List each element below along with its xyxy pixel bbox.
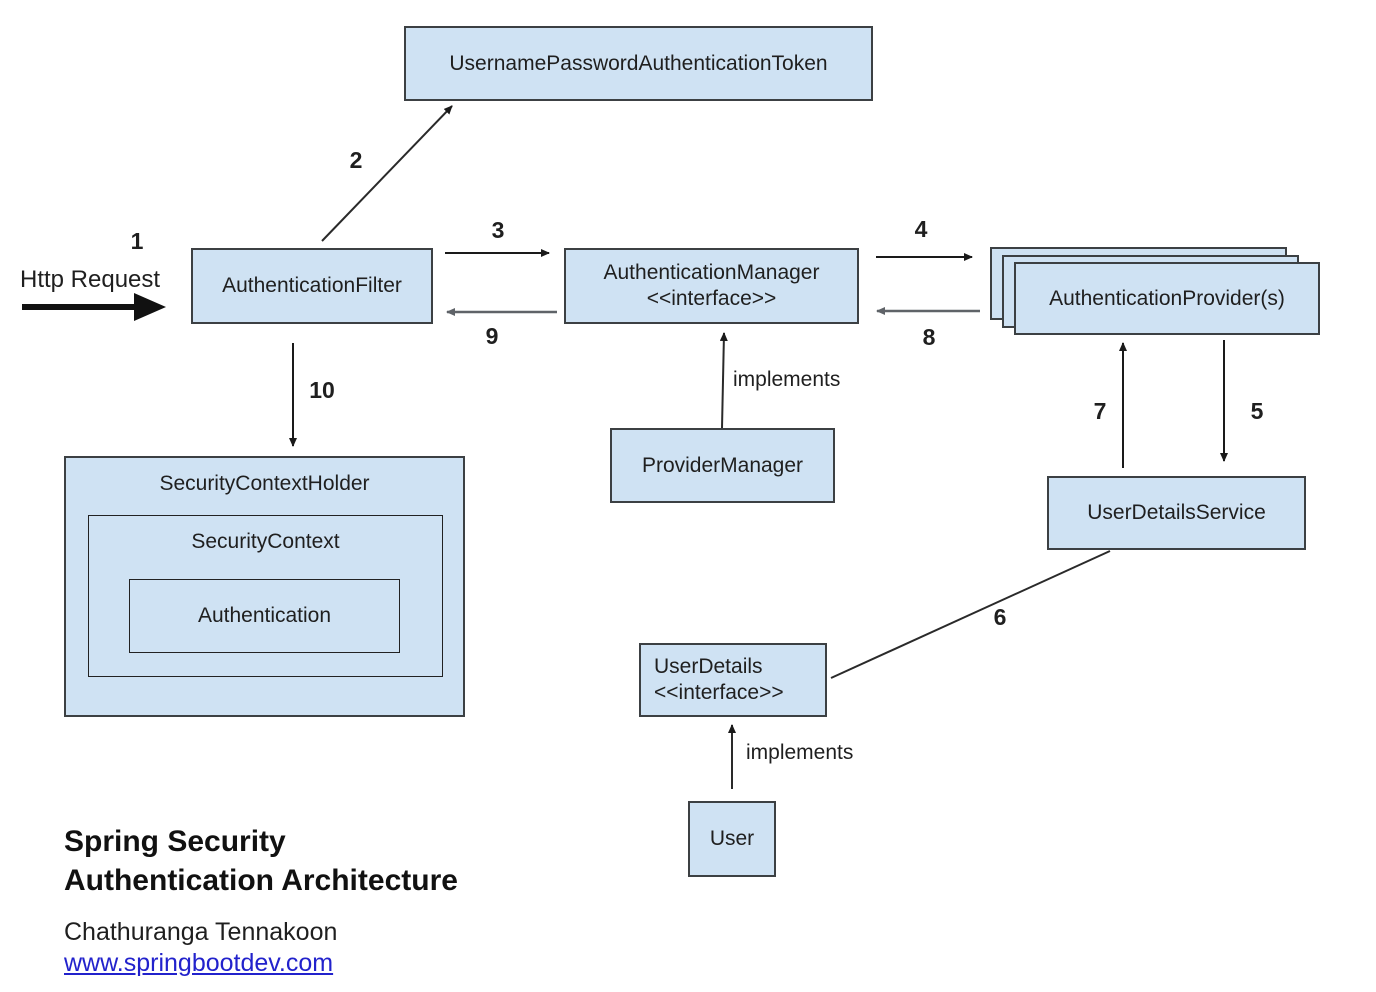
node-stereotype: <<interface>>	[646, 287, 777, 310]
node-authentication-manager: AuthenticationManager <<interface>>	[564, 248, 859, 324]
node-label: SecurityContextHolder	[159, 472, 370, 495]
diagram-title-line1: Spring Security	[64, 825, 286, 858]
implements-label-user: implements	[746, 741, 854, 764]
node-label: ProviderManager	[641, 453, 804, 477]
title-block: Spring Security Authentication Architect…	[64, 822, 458, 978]
node-security-context: SecurityContext Authentication	[88, 515, 443, 677]
node-user: User	[688, 801, 776, 877]
step-8-label: 8	[922, 324, 936, 350]
node-label: UserDetails	[654, 655, 763, 678]
implements-label-provider-manager: implements	[733, 368, 841, 391]
author-name: Chathuranga Tennakoon	[64, 918, 338, 946]
arrow-step2	[321, 105, 453, 242]
node-label: SecurityContext	[191, 530, 340, 553]
node-provider-manager: ProviderManager	[610, 428, 835, 503]
node-authentication: Authentication	[129, 579, 400, 653]
arrow-http-request	[22, 293, 166, 321]
arrow-implements-provider-manager	[719, 332, 728, 429]
step-2-label: 2	[349, 147, 363, 173]
node-label: AuthenticationFilter	[222, 274, 402, 297]
step-5-label: 5	[1250, 398, 1264, 424]
step-4-label: 4	[914, 216, 928, 242]
node-label: AuthenticationProvider(s)	[1049, 286, 1285, 310]
step-9-label: 9	[485, 323, 499, 349]
step-1-label: 1	[130, 228, 144, 254]
node-user-details-service: UserDetailsService	[1047, 476, 1306, 550]
node-label: UserDetailsService	[1087, 501, 1266, 524]
line-step6	[830, 550, 1111, 679]
node-label: UsernamePasswordAuthenticationToken	[449, 51, 828, 75]
node-label: User	[709, 827, 755, 850]
step-10-label: 10	[309, 377, 335, 403]
step-6-label: 6	[993, 604, 1007, 630]
node-authentication-provider: AuthenticationProvider(s)	[1014, 262, 1320, 335]
node-stereotype: <<interface>>	[654, 681, 784, 704]
website-link[interactable]: www.springbootdev.com	[64, 949, 334, 977]
node-security-context-holder: SecurityContextHolder SecurityContext Au…	[64, 456, 465, 717]
diagram-title-line2: Authentication Architecture	[64, 864, 458, 897]
node-label: AuthenticationManager	[603, 261, 820, 284]
node-username-password-authentication-token: UsernamePasswordAuthenticationToken	[404, 26, 873, 101]
node-authentication-filter: AuthenticationFilter	[191, 248, 433, 324]
step-7-label: 7	[1093, 398, 1107, 424]
http-request-label: Http Request	[20, 266, 161, 293]
node-label: Authentication	[197, 604, 332, 627]
node-user-details: UserDetails <<interface>>	[639, 643, 827, 717]
step-3-label: 3	[491, 217, 505, 243]
